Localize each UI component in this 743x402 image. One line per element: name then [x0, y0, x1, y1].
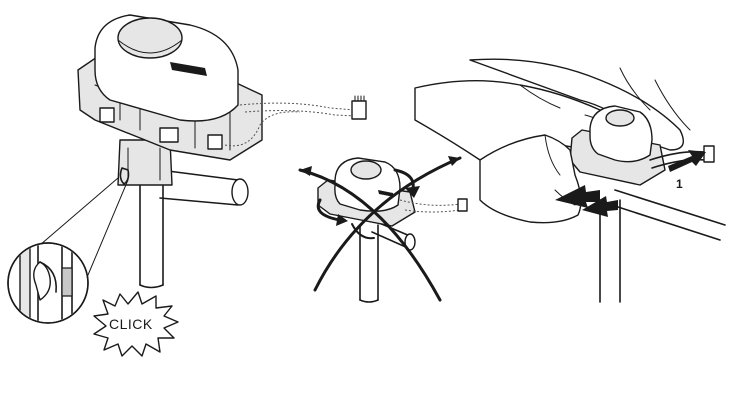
magnifier-leader-lines — [39, 177, 129, 276]
release-arrow-left — [555, 185, 600, 208]
click-starburst: CLICK — [93, 291, 179, 357]
valve-stem-pipe-2 — [359, 224, 379, 301]
valve-stem-pipe — [139, 184, 164, 286]
panel-rotate-actuator — [298, 156, 468, 303]
step-number-label: 1 — [676, 177, 683, 191]
dome-top-cap — [117, 17, 183, 59]
cable-dotted — [239, 102, 356, 111]
release-arrow-right — [668, 150, 706, 172]
actuator-dome-3 — [589, 105, 653, 163]
panel-remove-actuator: 1 — [414, 58, 726, 303]
panel-mount-actuator: CLICK — [7, 14, 367, 357]
click-label: CLICK — [109, 316, 153, 332]
brand-logo-mark — [170, 62, 207, 76]
valve-stem-pipe-3 — [599, 199, 621, 303]
cable-connector — [351, 100, 367, 120]
twist-arrow-2 — [313, 156, 462, 292]
magnifier-callout — [7, 242, 89, 324]
horizontal-pipe — [159, 169, 239, 206]
